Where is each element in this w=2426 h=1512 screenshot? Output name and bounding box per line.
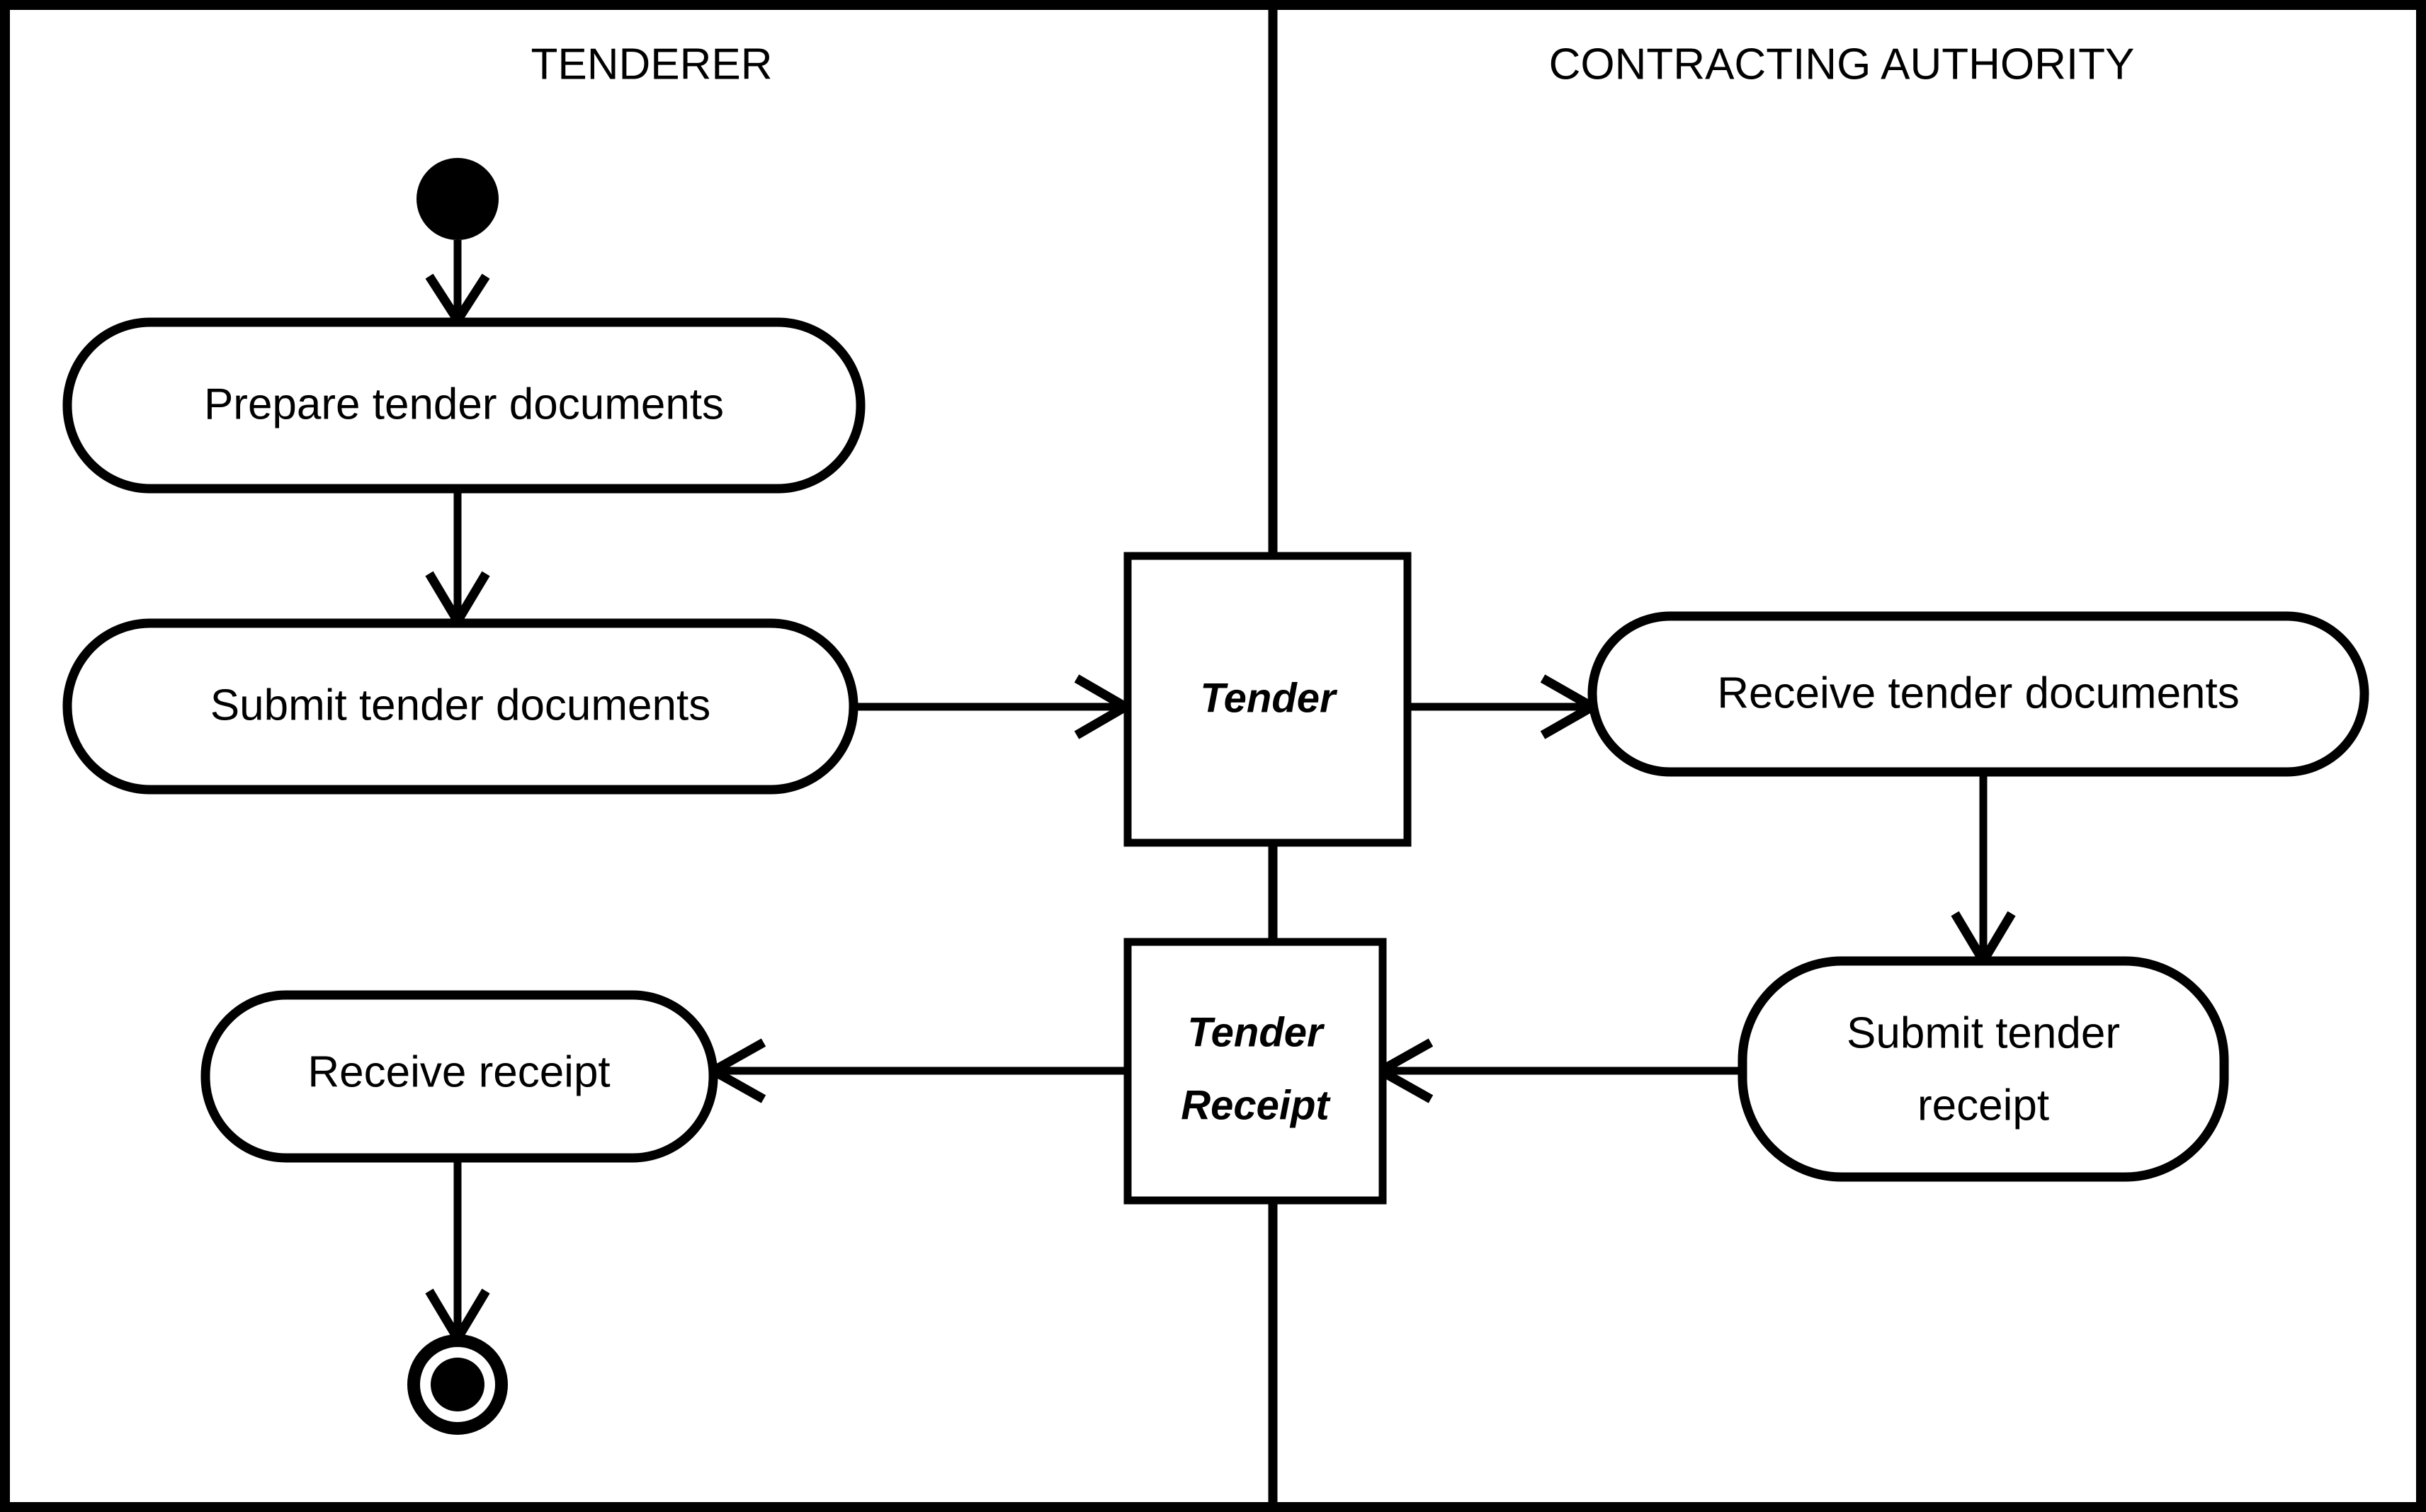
flow-submit-receipt-to-tender-receipt (1371, 1038, 1742, 1103)
initial-node-icon[interactable] (416, 158, 499, 240)
action-node-submit-tender-documents-label: Submit tender documents (210, 681, 711, 729)
object-node-tender[interactable]: Tender (1123, 552, 1412, 847)
action-node-receive-receipt[interactable]: Receive receipt (200, 990, 718, 1163)
flow-submit-to-tender-object (854, 674, 1135, 739)
action-node-receive-receipt-label: Receive receipt (307, 1047, 610, 1096)
object-node-tender-label: Tender (1200, 675, 1338, 721)
action-node-submit-tender-receipt[interactable]: Submit tender receipt (1738, 956, 2229, 1182)
action-node-submit-tender-receipt-label-line1: Submit tender (1847, 1008, 2120, 1057)
action-node-receive-tender-documents[interactable]: Receive tender documents (1587, 611, 2369, 777)
action-node-prepare-tender-documents[interactable]: Prepare tender documents (62, 317, 866, 494)
action-node-receive-tender-documents-label: Receive tender documents (1717, 669, 2240, 717)
flow-tender-object-to-receive-docs (1407, 674, 1602, 739)
object-node-tender-receipt-label-line1: Tender (1187, 1009, 1325, 1055)
object-node-tender-receipt-label-line2: Receipt (1181, 1082, 1331, 1128)
flow-start-to-prepare (425, 240, 490, 329)
flow-receive-receipt-to-end (425, 1158, 490, 1348)
action-node-submit-tender-receipt-label-line2: receipt (1917, 1081, 2049, 1130)
final-node-icon[interactable] (407, 1334, 508, 1435)
action-node-submit-tender-documents[interactable]: Submit tender documents (62, 618, 858, 795)
flow-receive-docs-to-submit-receipt (1951, 772, 2016, 970)
flow-tender-receipt-to-receive-receipt (703, 1038, 1128, 1103)
action-node-prepare-tender-documents-label: Prepare tender documents (204, 380, 724, 428)
swimlane-title-tenderer: TENDERER (531, 40, 772, 89)
flow-prepare-to-submit (425, 489, 490, 630)
object-node-tender-receipt[interactable]: Tender Receipt (1123, 938, 1387, 1205)
swimlane-title-contracting-authority: CONTRACTING AUTHORITY (1549, 40, 2135, 89)
